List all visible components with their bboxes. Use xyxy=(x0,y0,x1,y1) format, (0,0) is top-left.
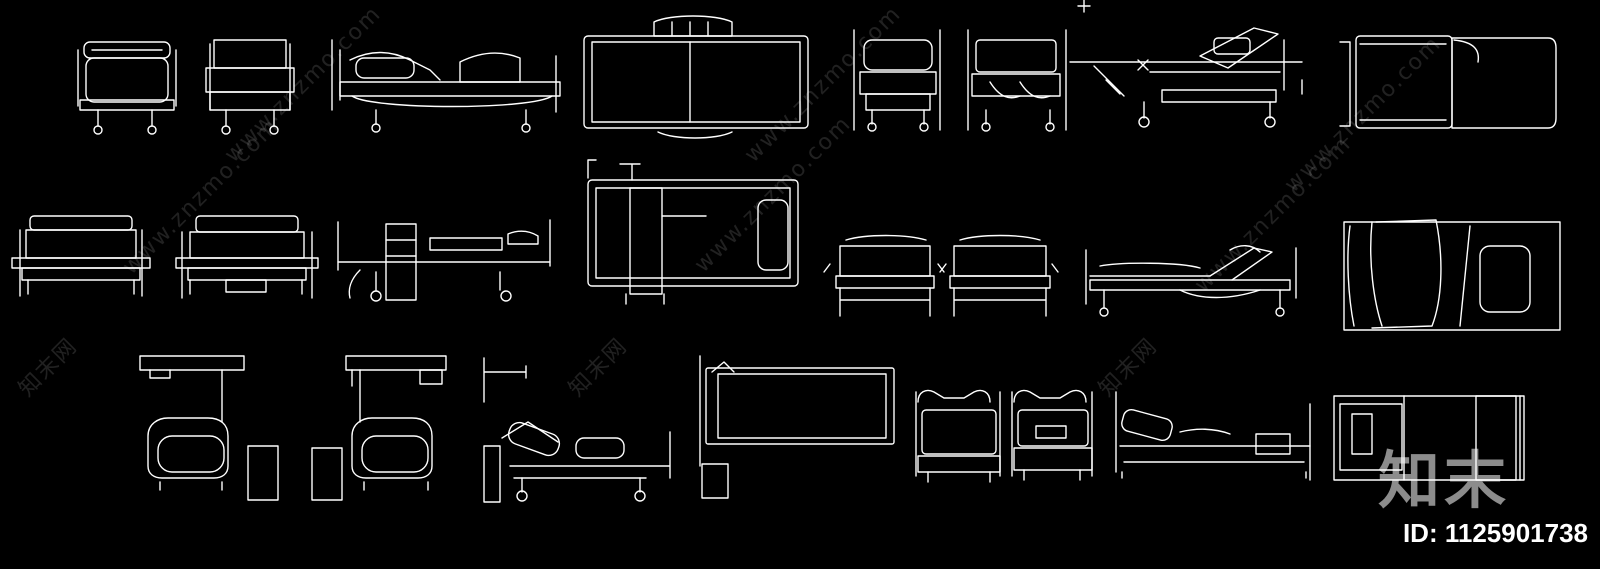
bed-top-view xyxy=(587,159,799,305)
bed-side-view xyxy=(1069,0,1303,128)
bed-top-view xyxy=(1343,219,1561,331)
bed-back-view xyxy=(205,39,295,135)
bed-back-view xyxy=(175,215,319,299)
bed-side-view xyxy=(1115,391,1311,481)
bed-front-view xyxy=(915,389,1001,483)
bed-top-view xyxy=(583,15,809,139)
brand-logo: 知末 xyxy=(1378,444,1511,517)
bed-side-view-with-iv-pole xyxy=(483,357,671,503)
bed-back-view xyxy=(967,29,1067,132)
bed-top-view xyxy=(699,355,895,499)
bed-front-view-with-monitor xyxy=(139,355,279,501)
bed-back-view xyxy=(939,234,1059,317)
image-id-label: ID: 1125901738 xyxy=(1402,518,1588,548)
bed-front-view xyxy=(11,215,151,297)
bed-side-view xyxy=(337,219,551,302)
bed-top-view xyxy=(1333,395,1525,481)
bed-back-view xyxy=(1011,389,1093,481)
bed-front-view-with-monitor xyxy=(311,355,447,501)
bed-side-view xyxy=(331,39,561,133)
bed-top-view xyxy=(1339,35,1557,129)
bed-side-view xyxy=(1085,245,1297,317)
bed-front-view xyxy=(77,41,177,135)
bed-front-view xyxy=(853,29,941,132)
bed-front-view xyxy=(823,234,945,317)
